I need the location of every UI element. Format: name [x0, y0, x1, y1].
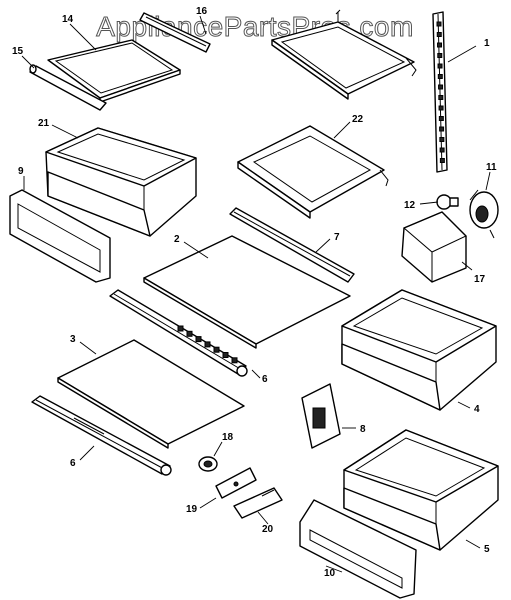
- part-6-front-trim-lower: [31, 395, 172, 476]
- part-1-vertical-rail: [432, 11, 448, 173]
- rail-slot: [439, 158, 445, 163]
- part-8-control: [301, 383, 341, 449]
- callout-6-lower: 6: [70, 458, 76, 469]
- part-2-glass-shelf: [143, 235, 351, 349]
- rail-slot: [438, 105, 444, 111]
- callout-15: 15: [12, 46, 24, 57]
- control-button: [204, 341, 211, 348]
- part-22-frame-shelf: [237, 125, 389, 219]
- rail-slot: [438, 95, 444, 100]
- part-21-drawer: [45, 127, 197, 237]
- part-4-drawer: [341, 289, 497, 411]
- callout-5: 5: [484, 544, 490, 555]
- control-button: [222, 352, 229, 358]
- callout-7: 7: [334, 232, 340, 243]
- part-10-drawer-front: [299, 499, 417, 599]
- part-6-front-trim-upper: [109, 289, 248, 377]
- rail-slot: [437, 53, 443, 58]
- part-top-right-shelf: [271, 9, 417, 100]
- callout-4: 4: [474, 404, 480, 415]
- rail-slot: [438, 84, 444, 90]
- rail-slot: [437, 63, 443, 69]
- callout-6-upper: 6: [262, 374, 268, 385]
- part-3-glass-shelf: [57, 339, 245, 449]
- callout-17: 17: [474, 274, 486, 285]
- control-button: [177, 325, 184, 332]
- callout-22: 22: [352, 114, 364, 125]
- part-7-rail: [229, 207, 355, 283]
- callout-16: 16: [196, 6, 208, 17]
- rail-slot: [438, 116, 444, 121]
- control-button: [231, 357, 238, 364]
- callout-19: 19: [186, 504, 198, 515]
- part-11-socket: [469, 189, 499, 239]
- callout-20: 20: [262, 524, 274, 535]
- callout-21: 21: [38, 118, 50, 129]
- part-20-label-plate: [233, 487, 283, 519]
- part-16-rail: [139, 12, 211, 53]
- callout-8: 8: [360, 424, 366, 435]
- callout-3: 3: [70, 334, 76, 345]
- control-button: [195, 336, 202, 343]
- callout-9: 9: [18, 166, 24, 177]
- control-button: [186, 330, 193, 337]
- leader-lines: [21, 15, 491, 573]
- part-19-plate: [215, 467, 257, 499]
- callout-2: 2: [174, 234, 180, 245]
- rail-slot: [436, 32, 442, 37]
- callout-14: 14: [62, 14, 74, 25]
- callout-11: 11: [486, 162, 497, 173]
- rail-slot: [437, 74, 443, 79]
- rail-slot: [436, 21, 442, 27]
- rail-slot: [439, 147, 445, 153]
- rail-slot: [439, 137, 445, 142]
- part-12-bulb: [436, 194, 459, 210]
- part-5-drawer: [343, 429, 499, 551]
- callout-12: 12: [404, 200, 416, 211]
- callout-10: 10: [324, 568, 336, 579]
- callout-18: 18: [222, 432, 234, 443]
- callout-labels: 1 2 3 4 5 6 6 7 8 9 10 11 12 14 15 16 17…: [12, 6, 497, 579]
- callout-1: 1: [484, 38, 490, 49]
- part-18-knob: [198, 456, 218, 472]
- rail-slot: [439, 126, 445, 132]
- control-button: [213, 346, 220, 353]
- part-17-housing: [401, 211, 467, 283]
- rail-slot: [437, 42, 443, 48]
- part-9-drawer-front: [9, 189, 111, 283]
